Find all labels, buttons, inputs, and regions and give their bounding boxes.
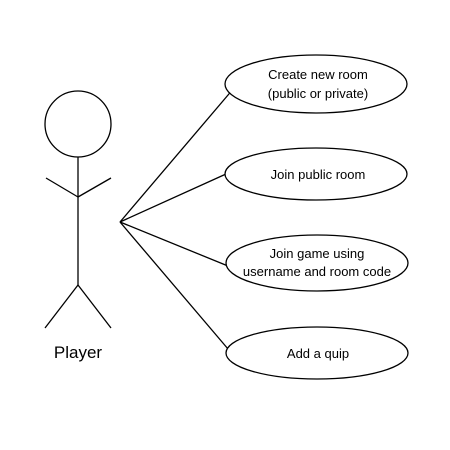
use-case-ellipse	[225, 326, 409, 380]
actor-left-arm	[45, 177, 79, 198]
actor-head	[44, 90, 112, 158]
use-case-ellipse	[225, 234, 409, 292]
use-case-ellipse	[224, 54, 408, 114]
association-uc2	[119, 173, 227, 223]
association-uc3	[119, 221, 229, 267]
use-case-join-public-room: Join public room	[224, 147, 408, 201]
use-case-ellipse	[224, 147, 408, 201]
association-uc1	[119, 87, 235, 223]
use-case-label-line2: (public or private)	[268, 86, 368, 101]
use-case-create-room: Create new room (public or private)	[224, 54, 408, 114]
association-uc4	[119, 221, 235, 357]
actor-name: Player	[54, 343, 103, 362]
use-case-label-line2: username and room code	[243, 264, 391, 279]
use-case-join-game: Join game using username and room code	[225, 234, 409, 292]
actor-player: Player	[44, 90, 112, 362]
actor-right-leg	[77, 284, 112, 329]
actor-left-leg	[44, 284, 79, 329]
use-case-label-line1: Join public room	[271, 167, 366, 182]
use-case-label-line1: Add a quip	[287, 346, 349, 361]
use-case-label-line1: Create new room	[268, 67, 368, 82]
use-case-add-quip: Add a quip	[225, 326, 409, 380]
use-case-label-line1: Join game using	[270, 246, 365, 261]
associations	[119, 87, 235, 357]
actor-right-arm	[77, 177, 112, 198]
